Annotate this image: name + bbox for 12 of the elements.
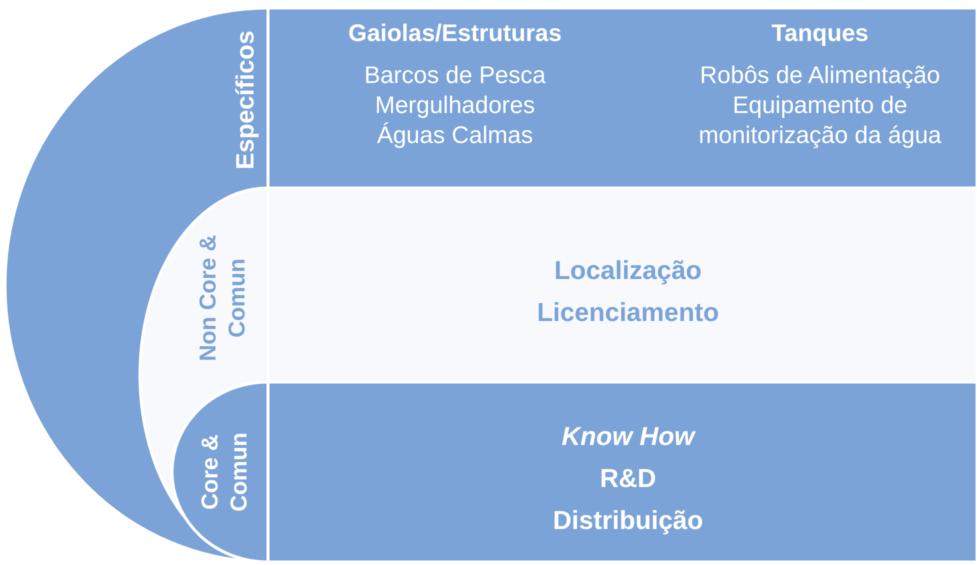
item-text: Localização <box>553 254 703 286</box>
section-label: Non Core & Comun <box>193 234 250 364</box>
item-text: Know How <box>560 420 697 452</box>
section-label: Específicos <box>230 30 260 172</box>
item-list: Barcos de Pesca Mergulhadores Águas Calmas <box>345 61 565 151</box>
item-text: R&D <box>598 462 658 494</box>
column-heading: Tanques <box>770 19 870 49</box>
section-label: Core & Comun <box>195 431 252 514</box>
column-heading: Gaiolas/Estruturas <box>347 19 563 49</box>
item-text: Distribuição <box>552 504 704 536</box>
item-list: Robôs de Alimentação Equipamento de monitorização da água <box>675 61 965 151</box>
item-text: Licenciamento <box>536 296 720 328</box>
